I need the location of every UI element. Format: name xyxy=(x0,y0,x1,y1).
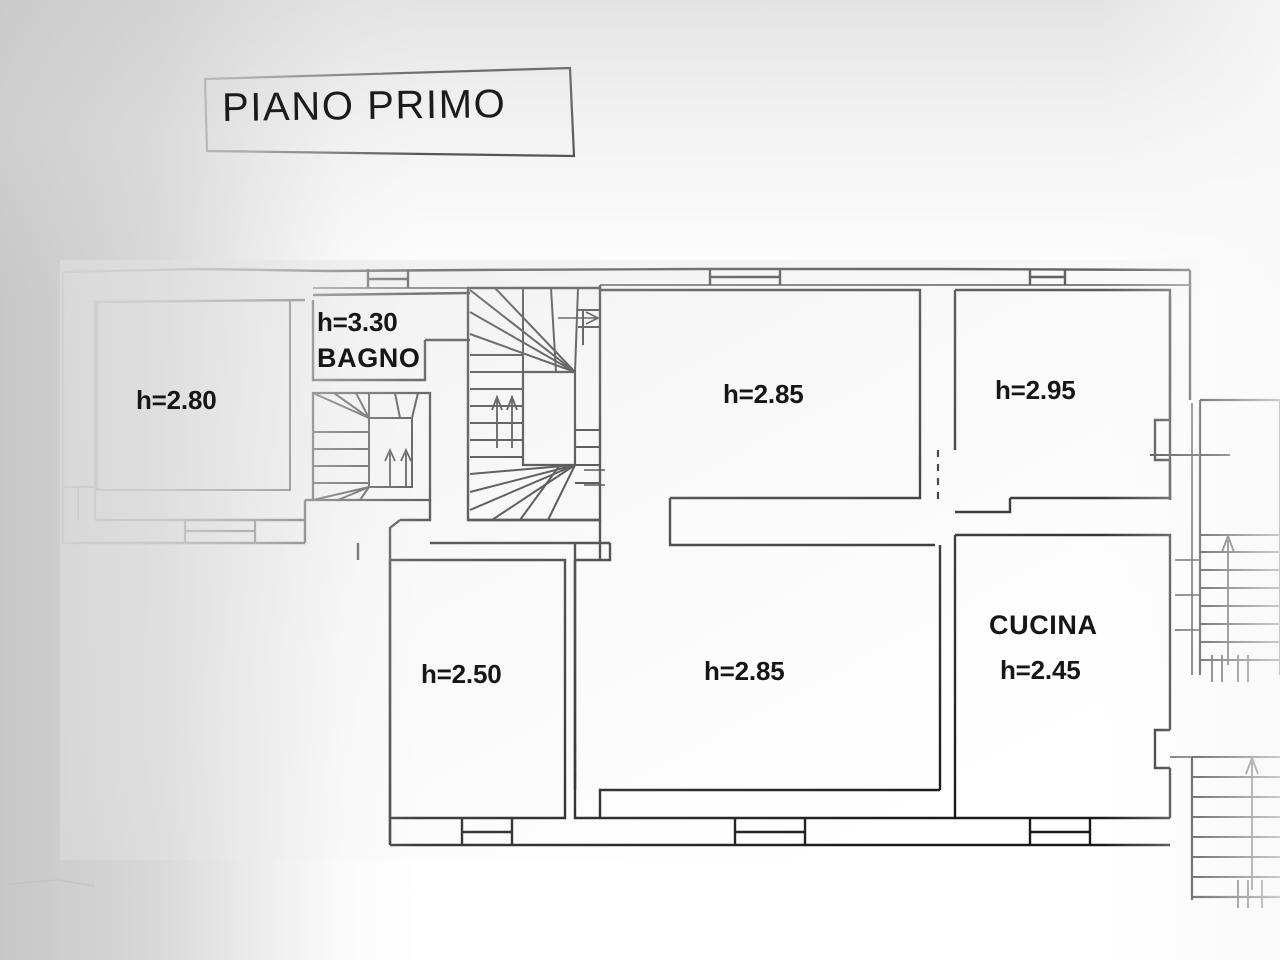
room-lower-center-walls xyxy=(573,545,1170,847)
room-height-label-lower-center: h=2.85 xyxy=(704,656,785,686)
room-lower-left-walls xyxy=(388,558,575,847)
staircase-interior-left xyxy=(311,391,432,502)
window-left-room xyxy=(183,520,257,543)
scan-artifact-line xyxy=(7,879,96,887)
room-height-label-lower-left: h=2.50 xyxy=(421,659,502,689)
staircase-interior-center xyxy=(466,286,605,522)
room-height-label-upper-center: h=2.85 xyxy=(723,379,804,409)
room-height-label-left: h=2.80 xyxy=(136,385,217,415)
exterior-walls xyxy=(61,267,1192,545)
plan-title: PIANO PRIMO xyxy=(221,82,507,130)
room-name-label-bagno: BAGNO xyxy=(317,343,421,373)
room-name-label-cucina: CUCINA xyxy=(989,610,1098,640)
staircase-exterior-lower xyxy=(1170,755,1280,908)
room-height-label-cucina: h=2.45 xyxy=(1000,655,1081,685)
room-height-label-bagno: h=3.30 xyxy=(317,307,398,337)
wall-return-left xyxy=(63,485,95,520)
room-height-label-upper-right: h=2.95 xyxy=(995,375,1076,405)
